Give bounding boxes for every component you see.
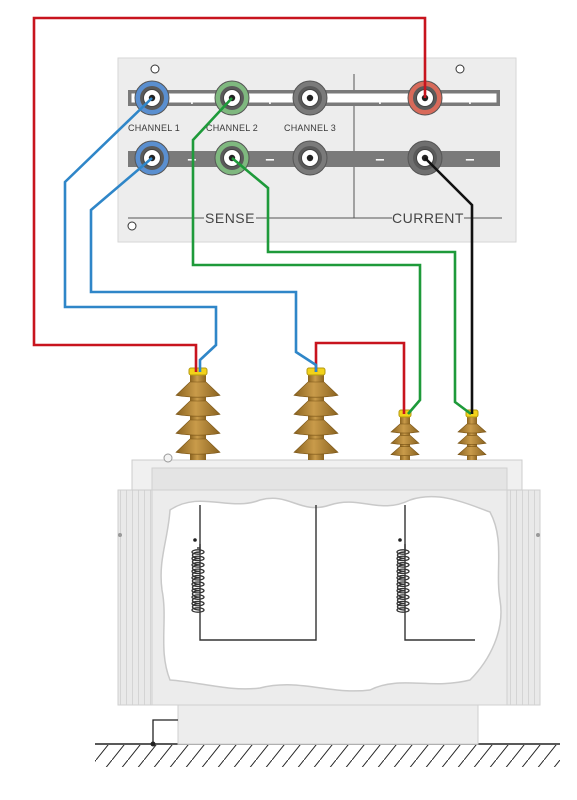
coil-right xyxy=(396,538,410,613)
sense-label: SENSE xyxy=(205,210,255,226)
bushing xyxy=(390,409,420,460)
plus-sign: + xyxy=(265,93,276,108)
bushing xyxy=(293,367,339,460)
plus-sign: + xyxy=(187,93,198,108)
plus-sign: + xyxy=(465,93,476,108)
current-minus-wire xyxy=(424,157,474,414)
tank-cutaway xyxy=(160,495,502,692)
channel-2-plus-wire xyxy=(191,97,422,415)
instrument-panel: SENSE CURRENT CHANNEL 1 CHANNEL 2 CHANNE… xyxy=(117,57,517,243)
bushing xyxy=(175,367,221,460)
channel-2-label: CHANNEL 2 xyxy=(206,123,258,133)
minus-sign: − xyxy=(265,153,276,168)
current-label: CURRENT xyxy=(392,210,464,226)
minus-sign: − xyxy=(465,153,476,168)
channel-1-plus-wire xyxy=(63,97,218,372)
bushing xyxy=(457,409,487,460)
ground-strap xyxy=(152,719,178,744)
plus-sign: + xyxy=(375,93,386,108)
channel-1-minus-wire xyxy=(89,157,318,372)
terminal-jack xyxy=(292,140,328,176)
channel-3-label: CHANNEL 3 xyxy=(284,123,336,133)
minus-sign: − xyxy=(375,153,386,168)
current-plus-jumper xyxy=(314,341,406,414)
channel-2-minus-wire xyxy=(231,157,472,416)
coil-left xyxy=(191,538,205,613)
ground-symbol xyxy=(95,743,560,767)
channel-1-label: CHANNEL 1 xyxy=(128,123,180,133)
terminal-jack xyxy=(292,80,328,116)
current-plus-wire xyxy=(32,16,427,372)
